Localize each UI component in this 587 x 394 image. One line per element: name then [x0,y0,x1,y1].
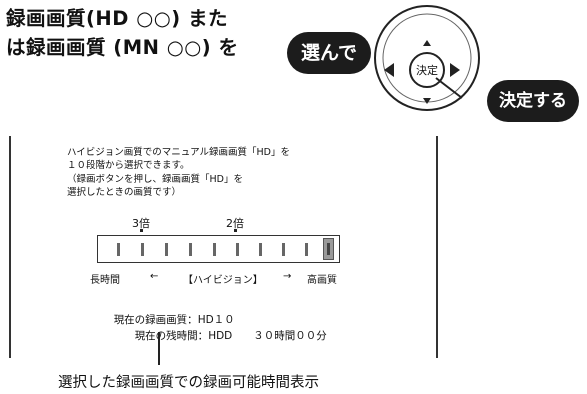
current-quality-row: 現在の録画画質：HD１０ [107,300,235,327]
quality-segment[interactable] [165,243,168,256]
quality-segment-selected[interactable] [323,238,334,260]
screen-left-border [9,136,11,358]
quality-segment[interactable] [236,243,239,256]
current-quality-value: HD１０ [197,314,235,326]
quality-segment[interactable] [117,243,120,256]
quality-segment[interactable] [141,243,144,256]
remaining-time-label: 現在の残時間： [134,330,209,342]
caption-text: 選択した録画画質での録画可能時間表示 [58,375,319,391]
remaining-time-value: HDD ３０時間００分 [208,330,327,342]
quality-segment[interactable] [282,243,285,256]
marker-3x-dot [140,229,143,232]
down-arrow-icon[interactable] [423,98,431,104]
up-arrow-icon[interactable] [423,40,431,46]
instruction-line-2: は録画画質 (MN ○○) を [6,36,239,59]
marker-3x-label: 3倍 [132,217,150,230]
scale-right-arrow: → [283,271,292,282]
select-label: 選んで [287,32,371,74]
quality-segment[interactable] [305,243,308,256]
instruction-text: 録画画質(HD ○○) また は録画画質 (MN ○○) を [6,4,238,62]
confirm-label: 決定する [487,80,579,122]
current-quality-label: 現在の録画画質： [113,314,198,326]
remote-dpad[interactable]: 決定 [372,0,482,119]
scale-long-time: 長時間 [90,275,120,286]
scale-left-arrow: ← [150,271,159,282]
marker-2x-dot [234,229,237,232]
quality-segment[interactable] [213,243,216,256]
quality-segment[interactable] [189,243,192,256]
marker-2x-label: 2倍 [226,217,244,230]
scale-hivision: 【ハイビジョン】 [183,275,263,286]
scale-high-quality: 高画質 [307,275,337,286]
screen-right-border [436,136,438,358]
caption-leader-line [158,332,160,365]
screen-description: ハイビジョン画質でのマニュアル録画画質「HD」を １０段階から選択できます。 （… [67,147,290,198]
instruction-line-1: 録画画質(HD ○○) また [6,7,228,30]
enter-button-label[interactable]: 決定 [416,63,438,77]
quality-selector-bar[interactable] [97,235,340,263]
remaining-time-row: 現在の残時間：HDD ３０時間００分 [128,316,327,343]
right-arrow-icon[interactable] [450,63,460,77]
quality-segment[interactable] [259,243,262,256]
left-arrow-icon[interactable] [384,63,394,77]
